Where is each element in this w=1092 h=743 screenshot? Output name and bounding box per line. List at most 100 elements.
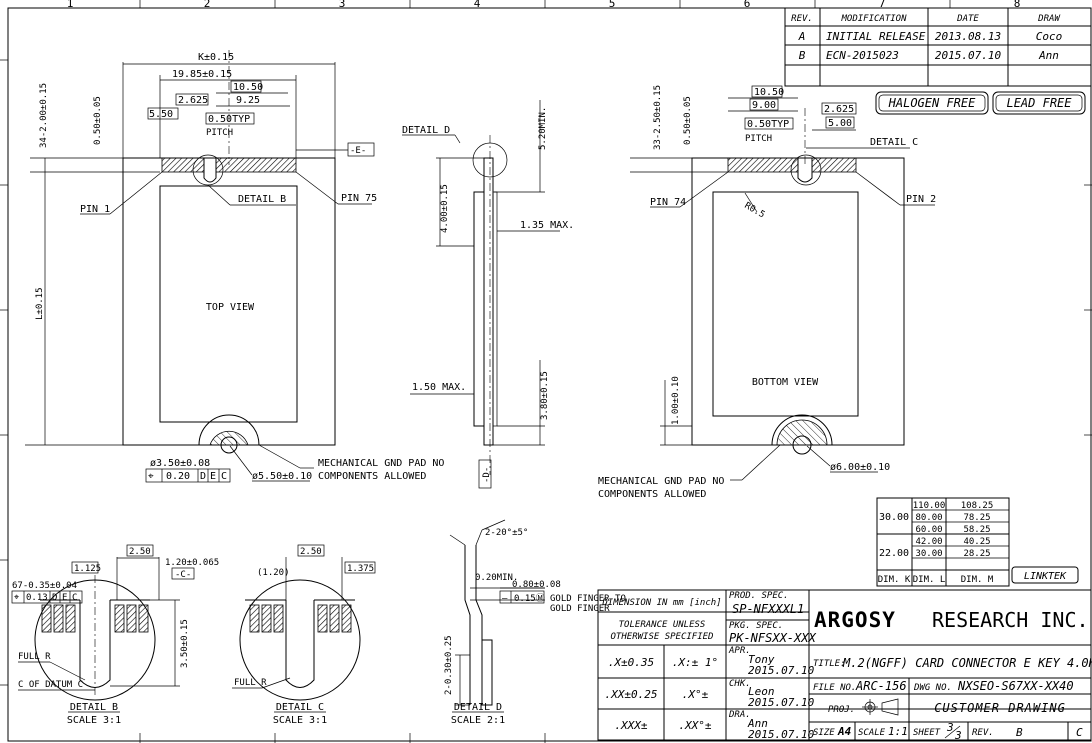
pin-74-label: PIN 74: [650, 197, 686, 208]
lead-free-badge: LEAD FREE: [992, 91, 1086, 115]
gold-finger-2: GOLD FINGER: [550, 604, 610, 614]
dim-34-pins: 34-2.00±0.15: [39, 83, 49, 148]
detail-c-title: DETAIL C: [276, 702, 324, 713]
bottom-view-contacts-left: [727, 157, 799, 173]
rev-header-rev: REV.: [791, 14, 813, 24]
top-view: K±0.15 19.85±0.15 10.50 2.625 9.25 5.50 …: [25, 50, 444, 483]
pitch-label-bottom: PITCH: [745, 134, 772, 144]
dim-table-m-2: 58.25: [963, 525, 990, 535]
position-symbol-top: ⌖: [148, 471, 154, 482]
dim-l: L±0.15: [35, 287, 45, 320]
revision-table: REV. MODIFICATION DATE DRAW A INITIAL RE…: [784, 7, 1092, 87]
dim-10-50: 10.50: [233, 82, 263, 93]
dim-table-l-3: 42.00: [915, 537, 942, 547]
rev-header-date: DATE: [956, 14, 979, 24]
rev-value: B: [1016, 726, 1023, 739]
detail-c-view: 2.50 (1.20) 1.375 FULL R DETAIL C SCALE …: [232, 544, 376, 726]
rev-a-draw: Coco: [1036, 30, 1063, 43]
dim-b-1-125: 1.125: [74, 564, 101, 574]
dim-table-footer-l: DIM. L: [913, 575, 946, 585]
dim-bv-10-50: 10.50: [754, 87, 784, 98]
detail-d-view: 2-0.30±0.25 0.20MIN. 2-20°±5° 0.80±0.08 …: [444, 519, 626, 726]
file-no-label: FILE NO.: [813, 683, 856, 693]
dim-dia-5-50: ø5.50±0.10: [252, 471, 312, 482]
dim-dia-3-50: ø3.50±0.08: [150, 458, 210, 469]
file-no-value: ARC-156: [855, 679, 907, 693]
dim-c-2-50: 2.50: [300, 547, 322, 557]
pitch-label-top: PITCH: [206, 128, 233, 138]
halogen-free-badge: HALOGEN FREE: [875, 91, 989, 115]
scale-value: 1:1: [888, 725, 908, 738]
sheet-total: 3: [954, 729, 962, 742]
gnd-note-top-1: MECHANICAL GND PAD NO: [318, 458, 444, 469]
top-view-contacts-right: [215, 157, 297, 173]
tol-b-datum-c: C: [72, 593, 77, 603]
projection-symbol-icon: [862, 698, 899, 716]
top-view-contacts-left: [161, 157, 205, 173]
dim-table-m-0: 108.25: [961, 501, 994, 511]
detail-c-ref: DETAIL C: [870, 137, 918, 148]
proj-label: PROJ.: [828, 705, 855, 715]
tol-x-angle: .X:± 1°: [672, 656, 718, 669]
rev-b-mod: ECN-2015023: [826, 49, 899, 62]
rev-a-letter: A: [798, 30, 806, 43]
dim-dia-6-00: ø6.00±0.10: [830, 462, 890, 473]
prod-spec-value: SP-NFXXXL1: [732, 602, 804, 616]
chk-label: CHK.: [729, 679, 751, 689]
side-view: DETAIL D 5.20MIN. 4.00±0.15 1.35 MAX. 1.…: [402, 100, 574, 489]
tol-xxx-angle: .XX°±: [678, 719, 711, 732]
side-view-board: [483, 157, 494, 446]
dim-3-80: 3.80±0.15: [540, 371, 550, 420]
dim-table-k-22: 22.00: [879, 548, 909, 559]
rev-header-draw: DRAW: [1037, 14, 1061, 24]
lead-free-text: LEAD FREE: [1006, 96, 1072, 110]
apr-date: 2015.07.10: [748, 664, 815, 677]
apr-label: APR.: [728, 646, 751, 656]
bottom-view-label: BOTTOM VIEW: [752, 377, 819, 388]
tol-datum-d: D: [200, 471, 206, 482]
zone-3: 3: [339, 0, 346, 10]
tol-x: .X±0.35: [608, 656, 654, 669]
dim-d-0-20: 0.20MIN.: [475, 573, 518, 583]
dim-1-35: 1.35 MAX.: [520, 220, 574, 231]
dim-d-angle: 2-20°±5°: [485, 528, 528, 538]
tolerance-label-1: TOLERANCE UNLESS: [619, 620, 706, 630]
dim-b-3-50: 3.50±0.15: [180, 619, 190, 668]
tol-xxx: .XXX±: [614, 719, 647, 732]
detail-d-ref: DETAIL D: [402, 125, 450, 136]
tol-b-datum-d: D: [52, 593, 57, 603]
c-of-datum-c: C OF DATUM C: [18, 680, 83, 690]
flatness-symbol: —: [502, 594, 508, 604]
tol-b-datum-e: E: [62, 593, 67, 603]
detail-d-scale: SCALE 2:1: [451, 715, 505, 726]
detail-b-scale: SCALE 3:1: [67, 715, 121, 726]
pkg-spec-label: PKG. SPEC.: [729, 621, 783, 631]
flatness-value: 0.15Ⓜ: [514, 593, 545, 604]
zone-value: C: [1076, 726, 1083, 739]
zone-1: 1: [67, 0, 74, 10]
linktek-badge: LINKTEK: [1011, 566, 1079, 584]
size-value: A4: [837, 725, 852, 738]
bottom-view-board: [691, 157, 905, 446]
dim-0-50-top: 0.50±0.05: [93, 96, 103, 145]
dim-bv-0-50: 0.50±0.05: [683, 96, 693, 145]
detail-c-scale: SCALE 3:1: [273, 715, 327, 726]
title-block: DIMENSION IN mm [inch] TOLERANCE UNLESS …: [597, 589, 1092, 742]
dim-table-k-30: 30.00: [879, 512, 909, 523]
sheet-number: 3: [946, 721, 954, 734]
side-view-module: [473, 191, 485, 427]
dim-table-l-2: 60.00: [915, 525, 942, 535]
tol-value-top: 0.20: [166, 471, 190, 482]
gold-finger-1: GOLD FINGER TO: [550, 594, 626, 604]
zone-6: 6: [744, 0, 751, 10]
dim-9-25: 9.25: [236, 95, 260, 106]
dim-r0-5: R0.5: [743, 201, 767, 221]
rev-a-date: 2013.08.13: [935, 30, 1001, 43]
dim-1-50: 1.50 MAX.: [412, 382, 466, 393]
rev-b-draw: Ann: [1038, 49, 1059, 62]
dim-33-pins: 33-2.50±0.15: [653, 85, 663, 150]
rev-b-date: 2015.07.10: [935, 49, 1002, 62]
dim-4-00: 4.00±0.15: [440, 184, 450, 233]
dra-label: DRA.: [728, 710, 751, 720]
